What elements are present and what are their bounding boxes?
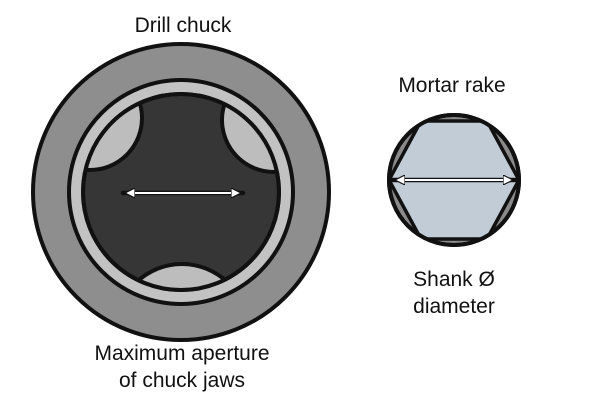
- drill-chuck-title: Drill chuck: [135, 14, 232, 37]
- chuck-caption-line1: Maximum aperture: [94, 342, 269, 365]
- chuck-caption-line2: of chuck jaws: [119, 369, 245, 392]
- mortar-rake-group: Mortar rake Shank Ø diameter: [387, 74, 521, 318]
- rake-caption-line2: diameter: [413, 295, 495, 318]
- rake-caption-line1: Shank Ø: [413, 268, 495, 291]
- drill-chuck-group: Drill chuck Maximum aperture of chuck ja…: [31, 14, 331, 392]
- chuck-jaw-bottom: [114, 262, 250, 290]
- mortar-rake-title: Mortar rake: [398, 74, 505, 97]
